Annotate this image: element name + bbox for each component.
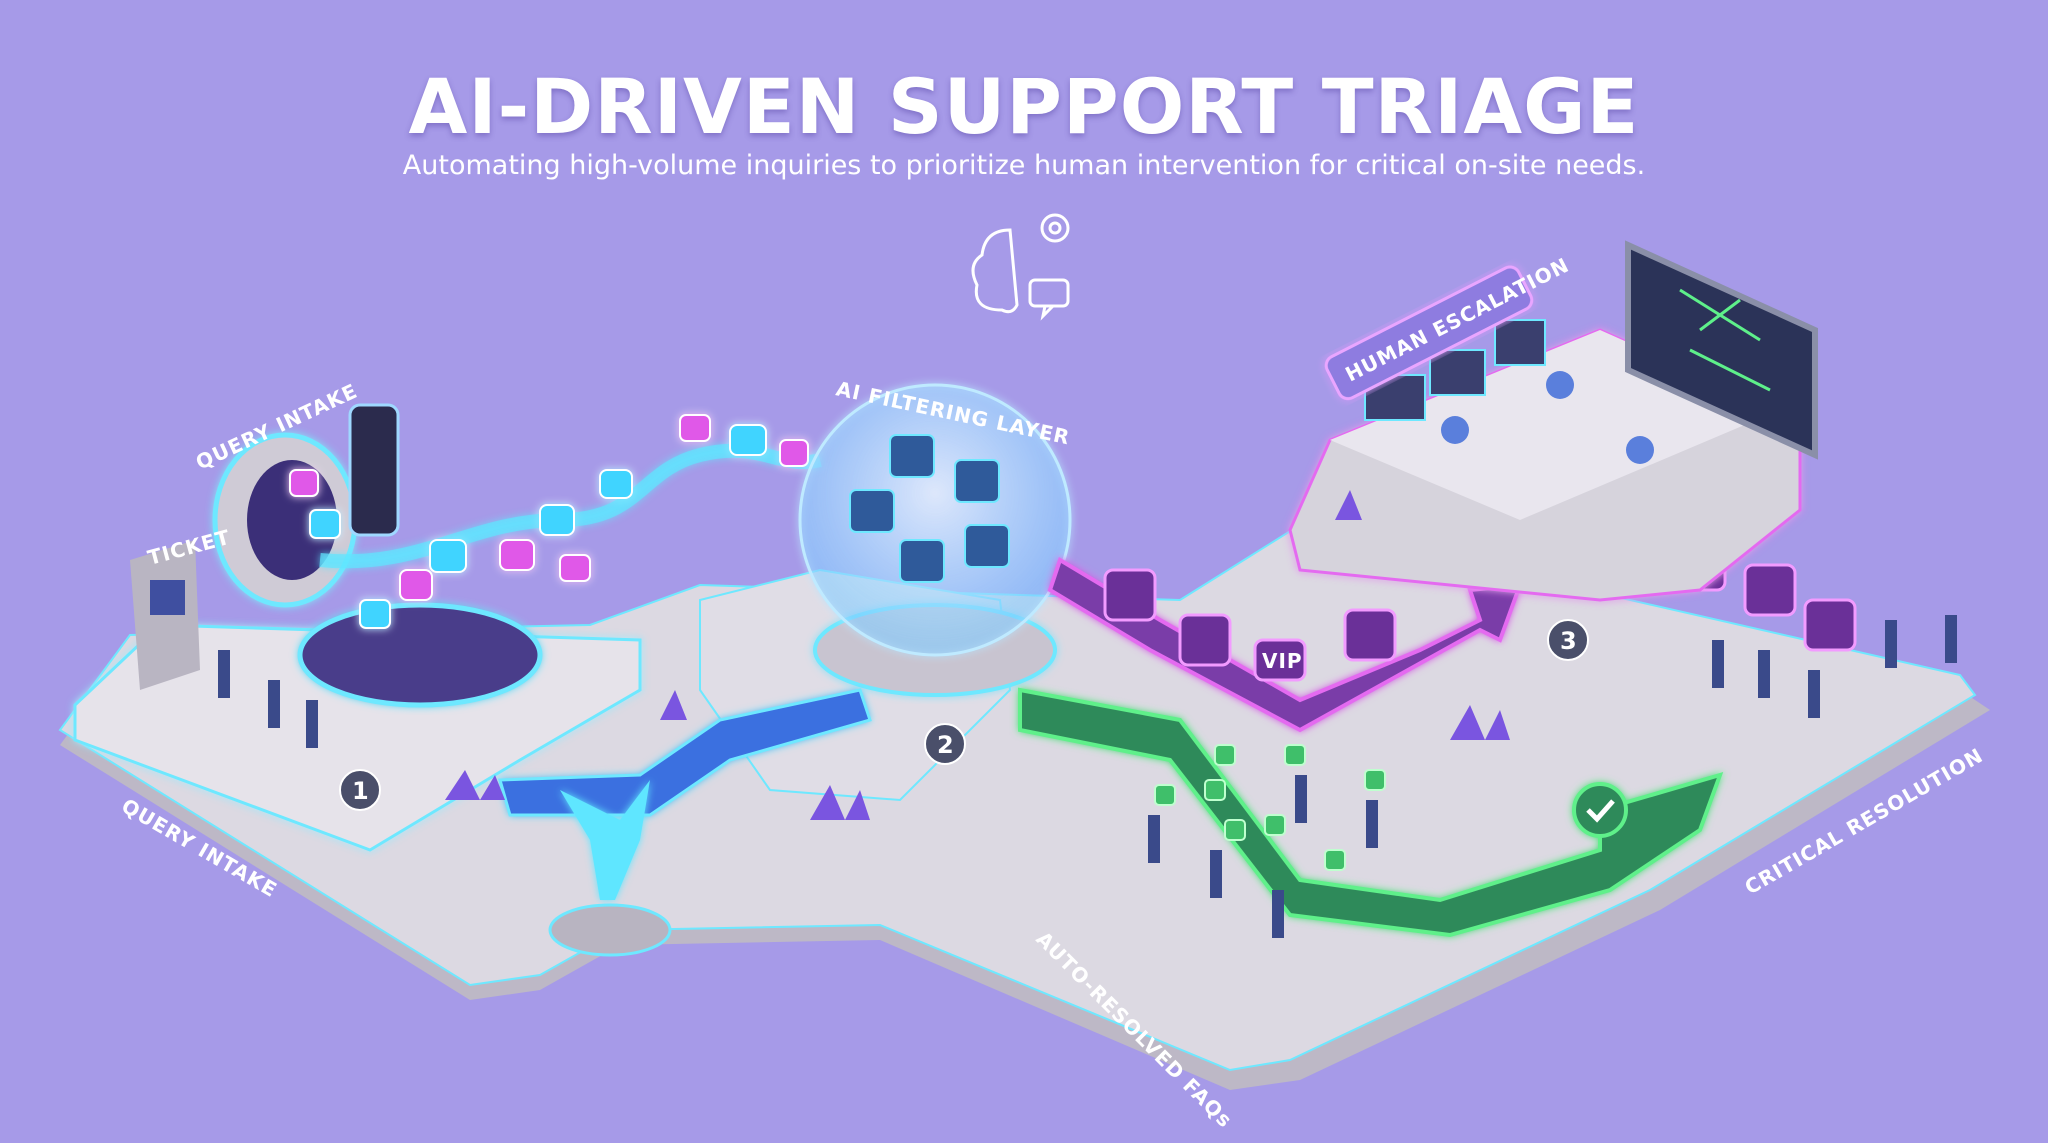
intake-platform [73,403,642,852]
green-resolution-path [1018,687,1724,938]
query-bubble-stream [289,414,822,629]
svg-text:1: 1 [352,777,369,805]
step-marker-3: 3 [1547,619,1589,661]
vip-badge-label: VIP [1262,649,1303,673]
svg-text:2: 2 [937,731,954,759]
brain-gear-chat-icon [971,213,1070,321]
map-dashboard-screen [1625,240,1818,460]
svg-text:3: 3 [1560,627,1577,655]
phone [348,403,400,537]
step-marker-1: 1 [339,769,381,811]
page-subtitle: Automating high-volume inquiries to prio… [402,150,1646,181]
check-badges [1154,744,1386,871]
page-title: AI-DRIVEN SUPPORT TRIAGE [408,62,1640,151]
fairy-statue [548,780,672,957]
people [218,615,1957,938]
ticket-kiosk [130,540,200,690]
step-marker-2: 2 [924,723,966,765]
escalation-platform [1288,240,1818,602]
human-escalation-sign [1324,265,1534,401]
plants [445,490,1510,820]
blue-chevron-path [498,688,872,817]
